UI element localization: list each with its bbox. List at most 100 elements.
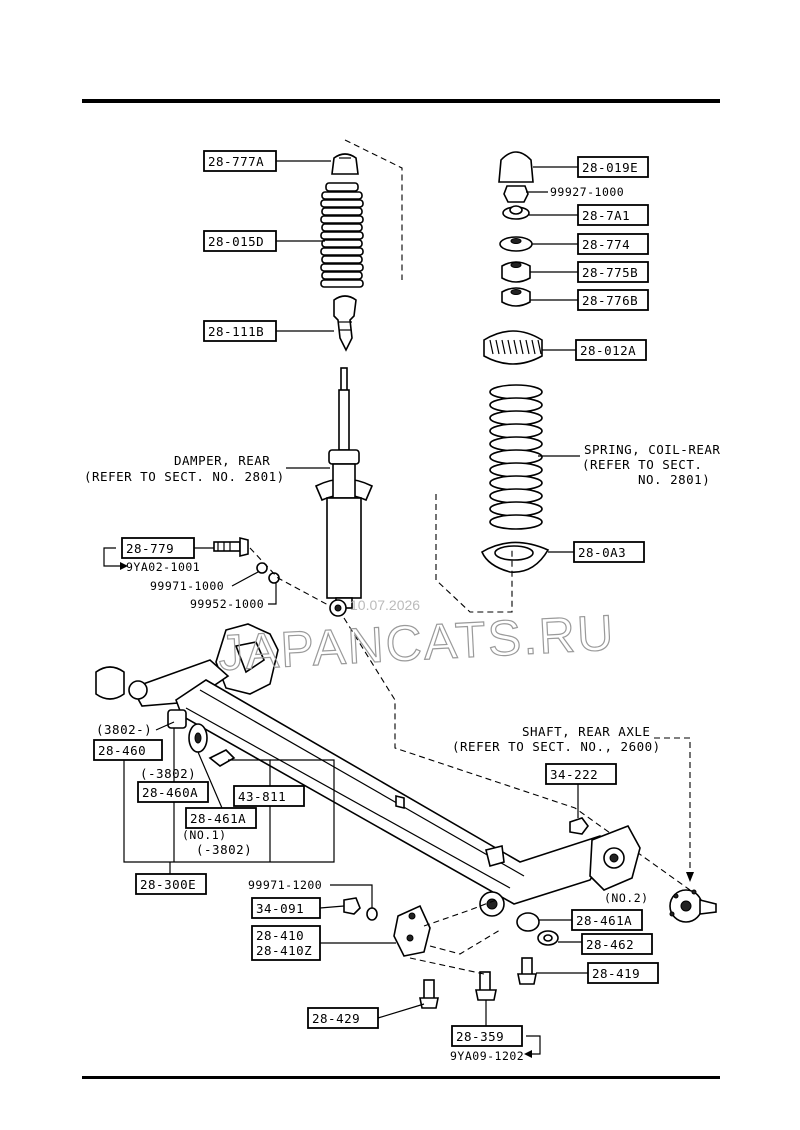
- bracket-410-part: [393, 904, 431, 957]
- part-number-text: 34-091: [256, 901, 304, 916]
- bracket-arrow: [103, 547, 120, 567]
- serial-range-text: (-3802): [140, 766, 196, 781]
- bolt-359-part: [475, 971, 497, 1001]
- watermark-text: JAPANCATS.RU: [217, 604, 617, 681]
- part-number-text: 28-460A: [142, 785, 198, 800]
- part-number-text: 28-779: [126, 541, 174, 556]
- shaft-guide-line: [654, 737, 691, 876]
- part-number-text: 28-775B: [582, 265, 638, 280]
- part-number-text: 9YA02-1001: [126, 560, 200, 574]
- damper-ref: (REFER TO SECT. NO. 2801): [84, 469, 285, 484]
- clip-43-811-part: [208, 749, 236, 767]
- part-number-text: 28-460: [98, 743, 146, 758]
- spring-cap-part: [498, 151, 534, 183]
- assembly-bracket: [123, 759, 335, 863]
- spring-seat-lower-part: [480, 541, 550, 573]
- part-number-text: 28-461A: [576, 913, 632, 928]
- label-28-410[interactable]: 28-410 28-410Z: [251, 925, 321, 961]
- watermark-date: 10.07.2026: [350, 597, 420, 613]
- part-number-text: 28-012A: [580, 343, 636, 358]
- label-34-222[interactable]: 34-222: [545, 763, 617, 785]
- top-rule: [82, 99, 720, 103]
- label-28-111B[interactable]: 28-111B: [203, 320, 277, 342]
- label-28-7A1[interactable]: 28-7A1: [577, 204, 649, 226]
- shaft-title: SHAFT, REAR AXLE: [522, 724, 650, 739]
- label-28-775B[interactable]: 28-775B: [577, 261, 649, 283]
- label-28-460A[interactable]: 28-460A: [137, 781, 209, 803]
- part-number-text: 28-776B: [582, 293, 638, 308]
- part-number-text: 28-111B: [208, 324, 264, 339]
- washer-7a1-part: [502, 205, 530, 220]
- label-43-811[interactable]: 43-811: [233, 785, 305, 807]
- bump-stopper-part: [333, 295, 357, 352]
- part-number-text: 28-777A: [208, 154, 264, 169]
- bushing-461a-right-part: [516, 912, 540, 932]
- nut-34-091-part: [343, 897, 361, 915]
- bushing-461a-left-part: [188, 723, 208, 753]
- part-number-text: 28-429: [312, 1011, 360, 1026]
- label-28-429[interactable]: 28-429: [307, 1007, 379, 1029]
- spring-title: SPRING, COIL-REAR: [584, 442, 720, 457]
- serial-range-text: (-3802): [196, 842, 252, 857]
- mount-775b-part: [501, 261, 531, 283]
- label-28-0A3[interactable]: 28-0A3: [573, 541, 645, 563]
- part-number-text: 99927-1000: [550, 185, 624, 199]
- label-28-461A-left[interactable]: 28-461A: [185, 807, 257, 829]
- part-number-text: 28-300E: [140, 877, 196, 892]
- bottom-rule: [82, 1076, 720, 1079]
- part-number-text: 9YA09-1202: [450, 1049, 524, 1063]
- washer-part: [256, 562, 268, 574]
- bolt-guide-line: [249, 547, 331, 607]
- label-28-461A-right[interactable]: 28-461A: [571, 909, 643, 931]
- label-28-460[interactable]: 28-460: [93, 739, 163, 761]
- shaft-ref: (REFER TO SECT. NO., 2600): [452, 739, 661, 754]
- part-number-text: 28-774: [582, 237, 630, 252]
- damper-part: [314, 367, 374, 617]
- part-number-text: 99971-1000: [150, 579, 224, 593]
- bracket-guide-line-2: [429, 929, 501, 955]
- hub-shaft-part: [669, 889, 717, 923]
- spring-seat-upper-part: [483, 330, 543, 365]
- label-28-012A[interactable]: 28-012A: [575, 339, 647, 361]
- label-28-776B[interactable]: 28-776B: [577, 289, 649, 311]
- part-number-text: 28-462: [586, 937, 634, 952]
- label-28-419[interactable]: 28-419: [587, 962, 659, 984]
- position-note: (NO.1): [182, 828, 227, 842]
- part-number-text: 28-015D: [208, 234, 264, 249]
- dust-boot-part: [320, 182, 364, 288]
- upper-nut-part: [503, 185, 529, 203]
- bushing-460-part: [95, 666, 125, 700]
- label-28-779[interactable]: 28-779: [121, 537, 195, 559]
- part-number-text: 28-359: [456, 1029, 504, 1044]
- label-28-015D[interactable]: 28-015D: [203, 230, 277, 252]
- serial-range-text: (3802-): [96, 722, 152, 737]
- label-28-462[interactable]: 28-462: [581, 933, 653, 955]
- spring-ref-2: NO. 2801): [638, 472, 710, 487]
- spring-guide-line: [435, 494, 513, 613]
- bracket-arrow: [526, 1035, 541, 1055]
- part-number-text: 28-419: [592, 966, 640, 981]
- mount-774-part: [499, 236, 533, 252]
- part-number-text: 99952-1000: [190, 597, 264, 611]
- label-28-774[interactable]: 28-774: [577, 233, 649, 255]
- part-number-text: 28-019E: [582, 160, 638, 175]
- part-number-text: 28-7A1: [582, 208, 630, 223]
- bushing-460a-part: [167, 709, 187, 729]
- spring-ref-1: (REFER TO SECT.: [582, 457, 702, 472]
- nut-34-222-part: [569, 817, 589, 835]
- washer-99971-1200-part: [366, 907, 378, 921]
- label-28-777A[interactable]: 28-777A: [203, 150, 277, 172]
- label-34-091[interactable]: 34-091: [251, 897, 321, 919]
- part-number-text: 99971-1200: [248, 878, 322, 892]
- label-28-300E[interactable]: 28-300E: [135, 873, 207, 895]
- damper-title: DAMPER, REAR: [174, 453, 270, 468]
- part-number-text: 28-410: [256, 928, 304, 943]
- part-number-text: 28-0A3: [578, 545, 626, 560]
- axle-beam-part: [128, 623, 641, 917]
- part-number-text: 28-461A: [190, 811, 246, 826]
- part-number-text: 34-222: [550, 767, 598, 782]
- bolt-guide-line-2: [409, 957, 485, 975]
- label-28-359[interactable]: 28-359: [451, 1025, 523, 1047]
- label-28-019E[interactable]: 28-019E: [577, 156, 649, 178]
